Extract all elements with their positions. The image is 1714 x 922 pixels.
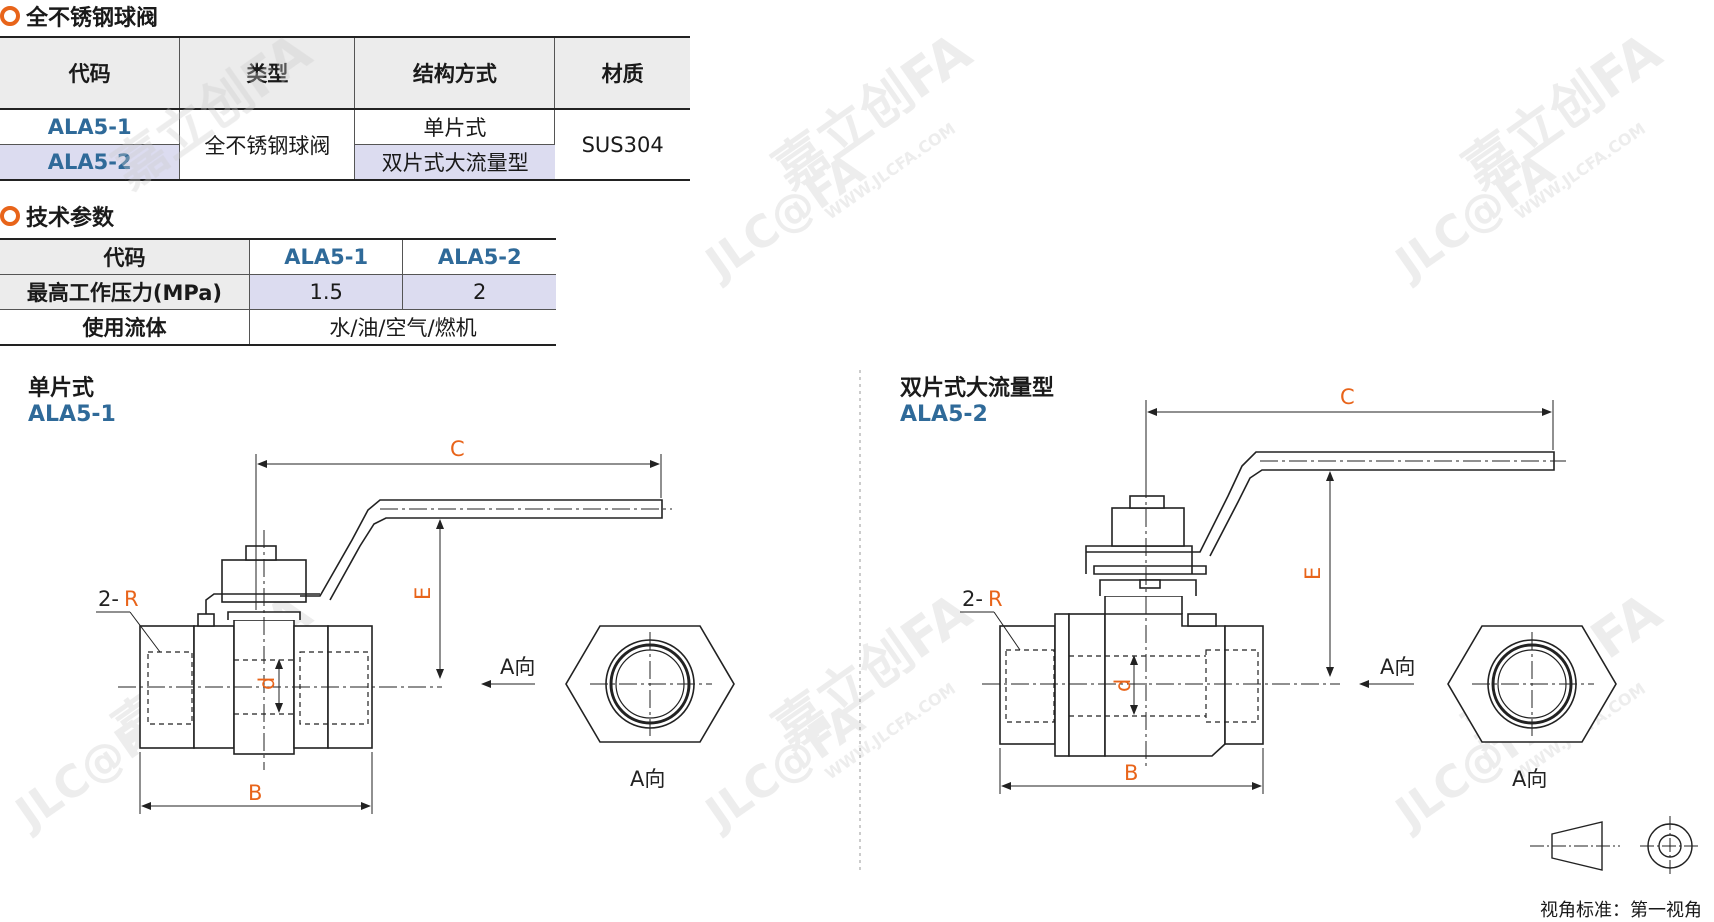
dim-d: d bbox=[255, 677, 279, 690]
table-row: ALA5-2 双片式大流量型 bbox=[0, 144, 690, 180]
table-row: ALA5-1 全不锈钢球阀 单片式 SUS304 bbox=[0, 109, 690, 180]
dim-c: C bbox=[450, 437, 465, 461]
table-row: 使用流体 水/油/空气/燃机 bbox=[0, 309, 556, 346]
thread-prefix: 2- bbox=[98, 587, 119, 611]
thread-r: R bbox=[988, 587, 1003, 611]
product-table: 代码 类型 结构方式 材质 ALA5-1 全不锈钢球阀 单片式 SUS304 A… bbox=[0, 36, 690, 181]
header-type: 类型 bbox=[179, 37, 356, 110]
dim-d: d bbox=[1111, 679, 1135, 692]
header-material: 材质 bbox=[554, 37, 690, 110]
dim-c: C bbox=[1340, 385, 1355, 409]
a-direction: A向 bbox=[500, 655, 535, 679]
table-header-row: 代码 ALA5-1 ALA5-2 bbox=[0, 239, 556, 275]
spec-header-code: 代码 bbox=[0, 239, 250, 275]
drawing2-caption: 双片式大流量型 ALA5-2 bbox=[900, 370, 1054, 427]
row-structure: 单片式 bbox=[354, 109, 556, 145]
row-code: ALA5-1 bbox=[0, 109, 181, 145]
watermark-brand: 嘉立创FA bbox=[103, 22, 322, 201]
drawing1-caption-text: 单片式 bbox=[28, 376, 95, 401]
section-title-text: 技术参数 bbox=[26, 206, 115, 231]
circle-bullet-icon bbox=[0, 206, 20, 226]
section-title-specs: 技术参数 bbox=[0, 200, 114, 232]
section-title-text: 全不锈钢球阀 bbox=[26, 6, 159, 31]
row-material: SUS304 bbox=[581, 132, 664, 157]
valve1-drawing bbox=[96, 454, 672, 814]
row-structure: 双片式大流量型 bbox=[354, 144, 555, 180]
first-angle-projection-icon bbox=[1530, 816, 1700, 876]
dim-e: E bbox=[411, 587, 435, 600]
a-direction: A向 bbox=[1380, 655, 1415, 679]
dim-e: E bbox=[1301, 567, 1325, 580]
table-row: 最高工作压力(MPa) 1.5 2 bbox=[0, 274, 556, 310]
a-view-label: A向 bbox=[1512, 767, 1547, 791]
section-title-valve: 全不锈钢球阀 bbox=[0, 0, 158, 32]
spec-pressure-label: 最高工作压力(MPa) bbox=[0, 274, 250, 310]
drawing2-caption-text: 双片式大流量型 bbox=[900, 376, 1055, 401]
valve2-labels: C E B d 2- R A向 A向 bbox=[962, 385, 1547, 791]
valve1-a-view bbox=[565, 625, 735, 743]
thread-prefix: 2- bbox=[962, 587, 983, 611]
header-code: 代码 bbox=[0, 37, 181, 110]
drawing2-code: ALA5-2 bbox=[900, 402, 988, 427]
spec-table: 代码 ALA5-1 ALA5-2 最高工作压力(MPa) 1.5 2 使用流体 … bbox=[0, 238, 556, 346]
thread-r: R bbox=[124, 587, 139, 611]
spec-pressure-2: 2 bbox=[402, 274, 556, 310]
drawing1-code: ALA5-1 bbox=[28, 402, 116, 427]
dim-b: B bbox=[248, 781, 262, 805]
dim-b: B bbox=[1124, 761, 1138, 785]
spec-code-1: ALA5-1 bbox=[249, 239, 404, 275]
row-code: ALA5-2 bbox=[0, 144, 181, 180]
circle-bullet-icon bbox=[0, 6, 20, 26]
spec-code-2: ALA5-2 bbox=[402, 239, 556, 275]
table-header-row: 代码 类型 结构方式 材质 bbox=[0, 37, 690, 110]
drawing1-caption: 单片式 ALA5-1 bbox=[28, 370, 116, 427]
a-view-label: A向 bbox=[630, 767, 665, 791]
header-structure: 结构方式 bbox=[354, 37, 556, 110]
valve2-drawing bbox=[960, 400, 1566, 794]
spec-fluid-value: 水/油/空气/燃机 bbox=[249, 309, 556, 346]
row-type: 全不锈钢球阀 bbox=[179, 109, 356, 180]
view-standard-note: 视角标准：第一视角 bbox=[1540, 900, 1702, 921]
valve2-a-view bbox=[1447, 625, 1617, 743]
spec-pressure-1: 1.5 bbox=[249, 274, 404, 310]
valve1-labels: C E B d 2- R A向 A向 bbox=[98, 437, 665, 805]
spec-fluid-label: 使用流体 bbox=[0, 309, 250, 346]
